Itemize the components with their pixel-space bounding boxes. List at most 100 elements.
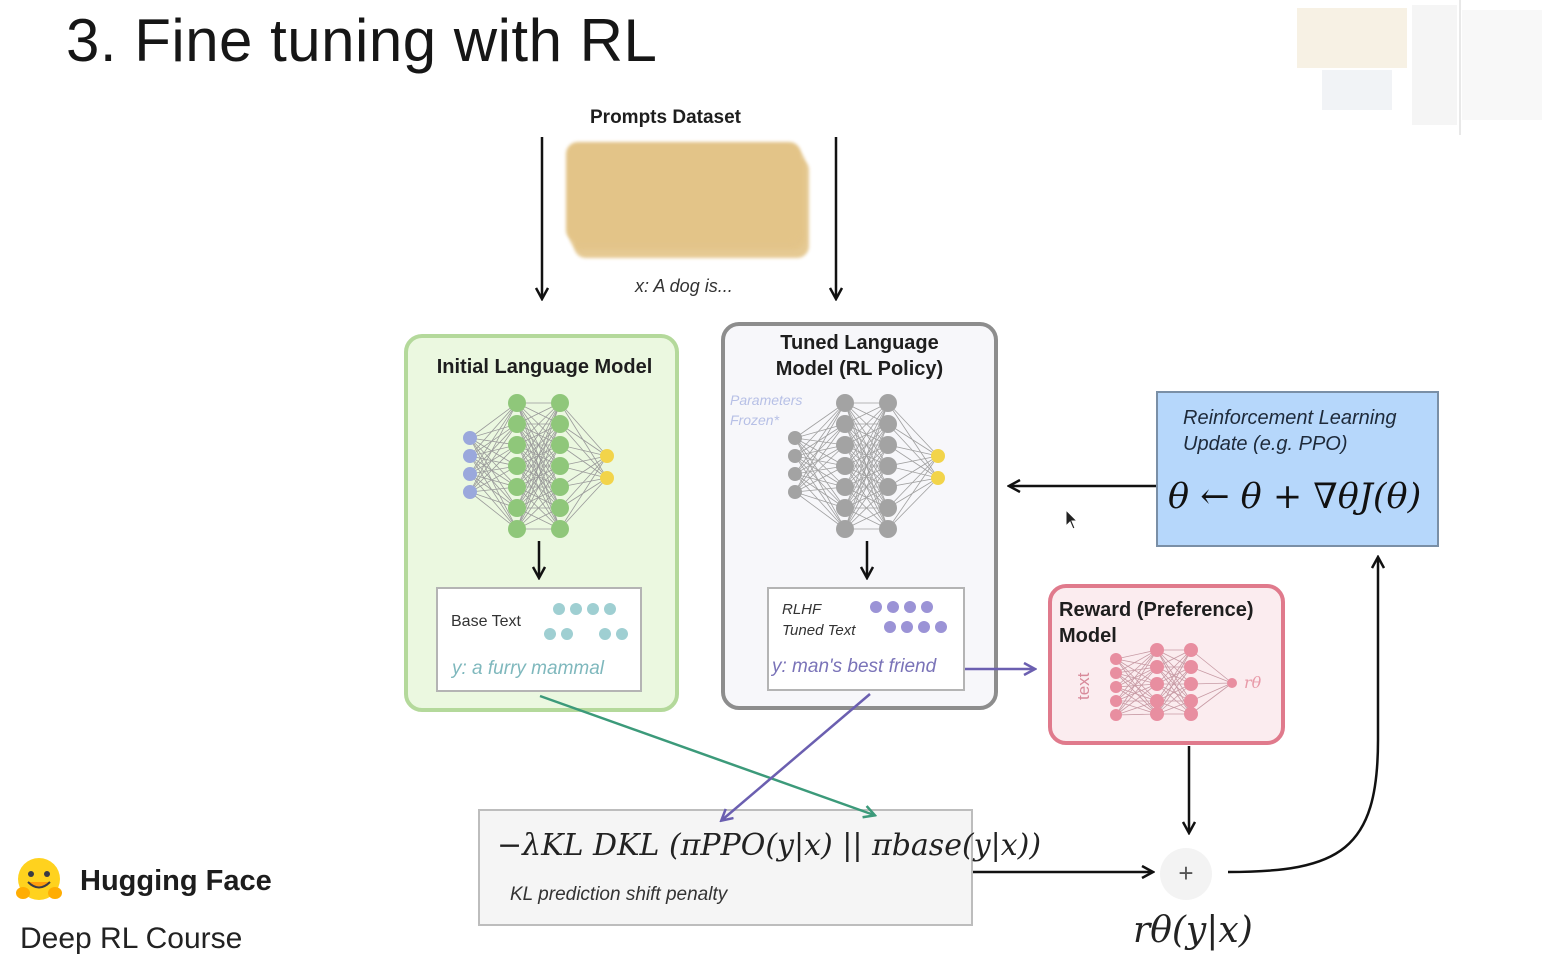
network-node	[788, 449, 802, 463]
network-node	[551, 394, 569, 412]
tuned-model-network-icon	[788, 394, 945, 538]
rl-title-line1: Reinforcement Learning	[1183, 407, 1397, 429]
network-node	[788, 467, 802, 481]
network-node	[1184, 643, 1198, 657]
network-edge	[1115, 672, 1158, 702]
network-node	[879, 478, 897, 496]
network-node	[508, 457, 526, 475]
network-edge	[516, 402, 561, 446]
rlhf-tuned-text-label: RLHF Tuned Text	[782, 599, 855, 641]
final-reward-formula: rθ(y|x)	[1133, 910, 1253, 951]
network-edge	[516, 486, 561, 530]
network-node	[508, 478, 526, 496]
prompts-dataset-title: Prompts Dataset	[590, 107, 741, 128]
arrow-sum-to-rl-update	[1227, 558, 1378, 874]
network-edge	[469, 455, 518, 488]
parameters-frozen-note: Parameters Frozen*	[730, 390, 850, 430]
network-node	[1184, 694, 1198, 708]
network-node	[836, 499, 854, 517]
network-edge	[887, 477, 939, 530]
network-node	[931, 471, 945, 485]
network-edge	[516, 444, 561, 530]
network-node	[551, 457, 569, 475]
arrow-tuned-to-kl	[722, 693, 871, 820]
network-edge	[559, 402, 608, 457]
network-edge	[469, 437, 518, 530]
tuned-model-title-line1: Tuned Language	[780, 332, 939, 354]
network-edge	[887, 423, 939, 479]
network-edge	[1115, 658, 1158, 685]
network-edge	[1190, 682, 1233, 702]
network-edge	[1190, 666, 1233, 684]
sum-node: +	[1160, 848, 1212, 900]
network-edge	[1156, 666, 1192, 715]
network-node	[600, 449, 614, 463]
network-edge	[794, 437, 846, 530]
network-edge	[844, 444, 889, 530]
network-edge	[887, 455, 939, 509]
network-edge	[1115, 683, 1158, 716]
network-edge	[559, 455, 608, 530]
rl-update-box	[1156, 391, 1439, 547]
network-edge	[1115, 658, 1158, 702]
slide-thumbnail-preview	[1297, 0, 1542, 135]
network-edge	[887, 402, 939, 479]
network-edge	[887, 455, 939, 488]
network-edge	[794, 455, 846, 530]
network-node	[788, 431, 802, 445]
reward-title-line2: Model	[1059, 625, 1117, 647]
tuned-output-text: y: man's best friend	[772, 656, 937, 677]
network-edge	[844, 465, 889, 530]
frozen-note-line1: Parameters	[730, 392, 803, 408]
network-edge	[1190, 682, 1233, 715]
initial-model-network-icon	[463, 394, 614, 538]
network-edge	[469, 437, 518, 488]
arrow-base-to-kl	[539, 694, 874, 815]
prompt-example: x: A dog is...	[635, 276, 733, 296]
rl-update-title: Reinforcement Learning Update (e.g. PPO)	[1183, 405, 1396, 457]
network-edge	[794, 423, 846, 493]
network-edge	[887, 423, 939, 457]
network-node	[836, 457, 854, 475]
reward-title-line1: Reward (Preference)	[1059, 599, 1254, 621]
network-edge	[469, 402, 518, 439]
network-edge	[559, 455, 608, 488]
network-node	[879, 520, 897, 538]
network-node	[879, 394, 897, 412]
mouse-cursor-icon	[1065, 509, 1079, 530]
reward-model-title: Reward (Preference) Model	[1059, 597, 1254, 649]
network-edge	[559, 455, 608, 509]
network-edge	[469, 491, 518, 530]
network-edge	[1190, 649, 1233, 684]
network-node	[508, 415, 526, 433]
network-node	[879, 415, 897, 433]
network-edge	[469, 444, 518, 493]
rlhf-label-line1: RLHF	[782, 601, 822, 618]
network-edge	[887, 402, 939, 457]
network-edge	[1115, 700, 1158, 716]
network-edge	[1115, 686, 1158, 715]
network-node	[463, 449, 477, 463]
network-edge	[794, 473, 846, 530]
network-edge	[559, 402, 608, 479]
network-edge	[794, 402, 846, 439]
network-edge	[559, 423, 608, 479]
network-edge	[1156, 649, 1192, 685]
network-node	[836, 394, 854, 412]
network-edge	[794, 473, 846, 509]
network-node	[1150, 660, 1164, 674]
network-edge	[1115, 672, 1158, 685]
network-node	[836, 436, 854, 454]
base-text-label: Base Text	[451, 613, 521, 630]
network-node	[1184, 677, 1198, 691]
network-edge	[887, 455, 939, 530]
network-node	[1150, 694, 1164, 708]
network-edge	[1115, 686, 1158, 702]
base-text-token-icons	[544, 603, 628, 640]
network-edge	[559, 477, 608, 530]
network-node	[788, 485, 802, 499]
base-output-text: y: a furry mammal	[452, 658, 605, 679]
network-edge	[469, 402, 518, 457]
network-edge	[844, 486, 889, 530]
